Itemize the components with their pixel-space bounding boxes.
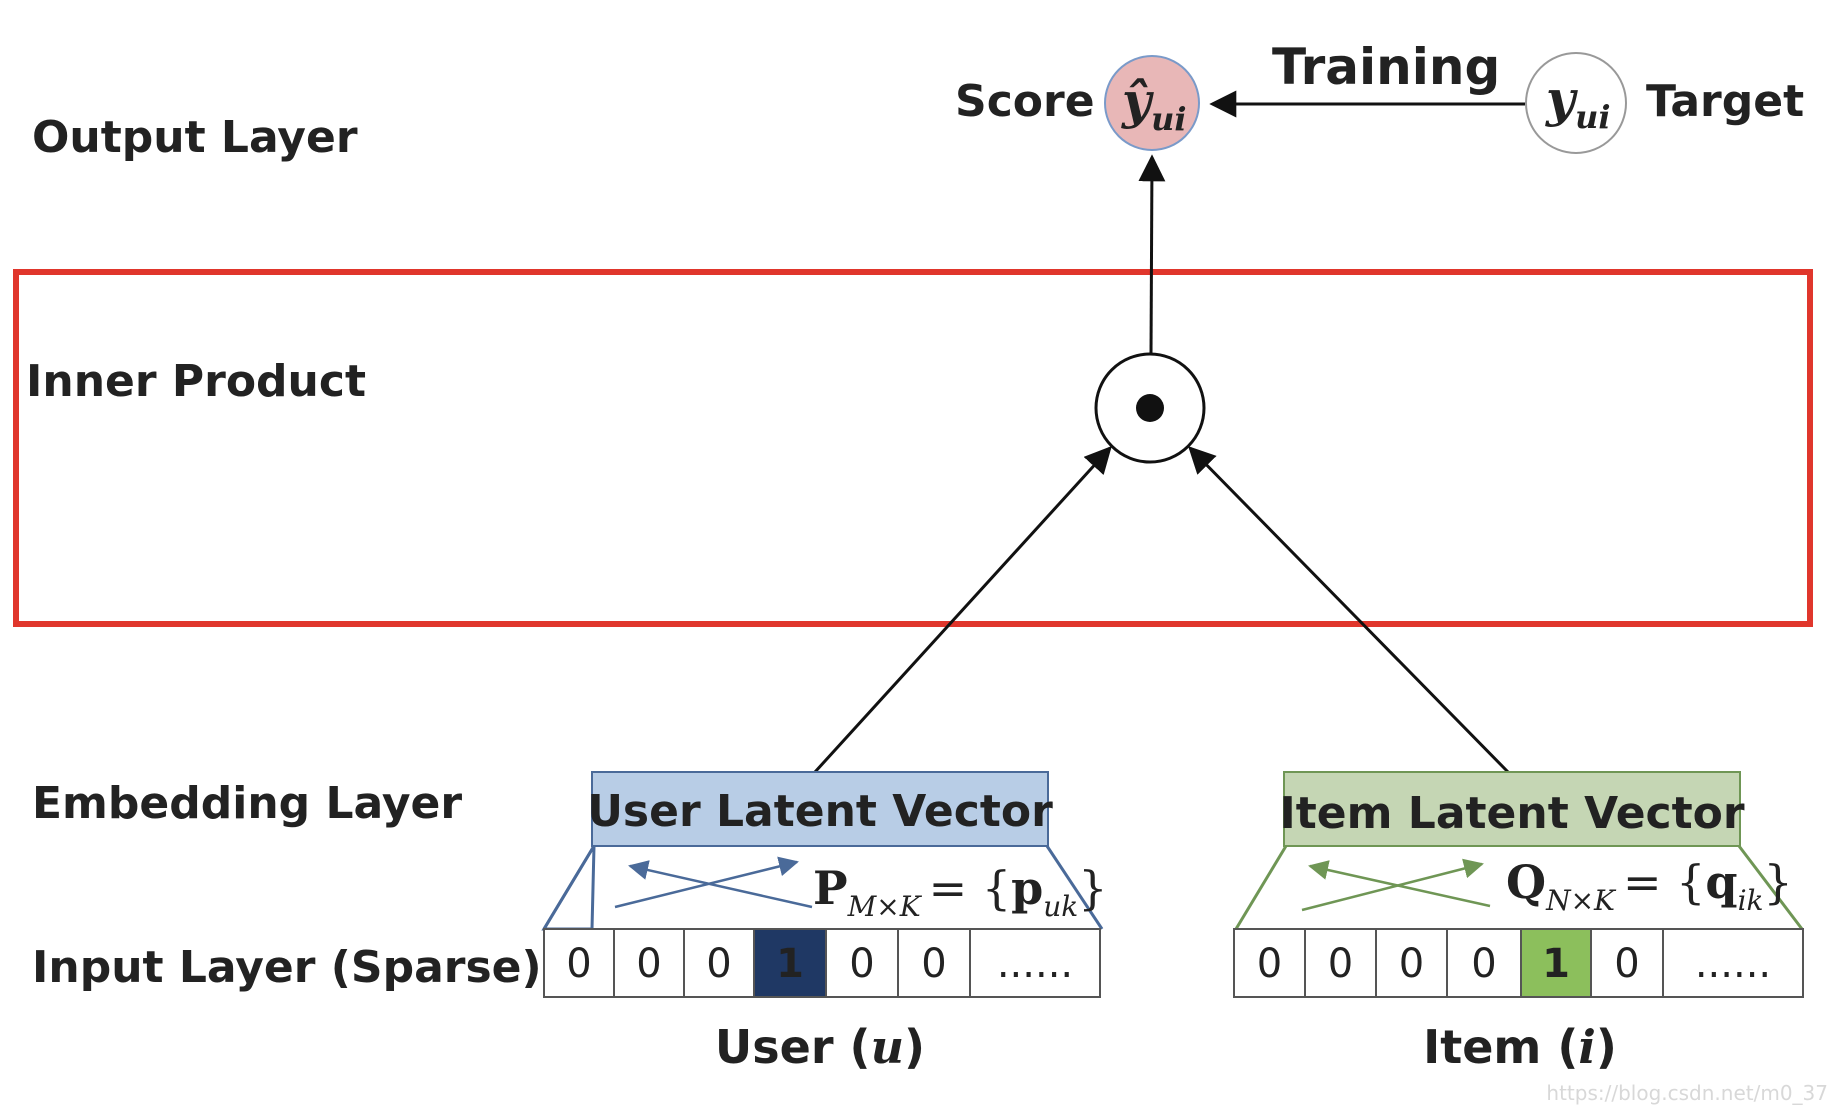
dot-product-icon [1136,394,1164,422]
item-latent-vector-label: Item Latent Vector [1279,788,1745,839]
score-label: Score [955,76,1095,127]
user-input-cell-value: 1 [776,941,804,987]
user-input-cell [543,928,615,998]
user-input-cell-value: 0 [921,941,946,987]
item-latent-vector-box [1283,771,1741,847]
user-input-cell-value: ...... [997,941,1073,987]
item-input-cell-value: 0 [1257,941,1282,987]
item-input-cell [1233,928,1306,998]
user-input-cell [969,928,1101,998]
item-input-cell [1520,928,1592,998]
user-to-inner-arrow [813,446,1112,774]
target-symbol: yui [1545,69,1610,136]
user-cross-arrow-1 [614,856,799,909]
item-input-cell-value: 0 [1328,941,1353,987]
item-input-cell-value: 1 [1542,941,1570,987]
user-input-cell-value: 0 [566,941,591,987]
watermark: https://blog.csdn.net/m0_37 [1546,1081,1828,1105]
score-symbol: ŷui [1121,71,1186,138]
user-input-cell [613,928,685,998]
input-layer-label: Input Layer (Sparse) [32,942,542,993]
user-embedding-group: User Latent Vector PM×K= {puk} [541,771,1108,931]
item-cross-arrow-1 [1301,858,1484,912]
item-input-cell [1446,928,1522,998]
item-input-cell-value: ...... [1695,941,1771,987]
item-input-cell [1662,928,1804,998]
item-matrix-formula: QN×K= {qik} [1506,855,1793,917]
output-layer-label: Output Layer [32,112,358,163]
user-input-cell [683,928,755,998]
user-matrix-formula: PM×K= {puk} [813,861,1108,923]
highlight-box [13,269,1813,627]
embedding-layer-label: Embedding Layer [32,778,462,829]
score-node [1104,55,1200,151]
user-input-cell [753,928,827,998]
inner-to-output-arrow [1138,154,1166,356]
user-latent-vector-box [591,771,1049,847]
inner-product-label: Inner Product [26,356,366,407]
item-input-cell-value: 0 [1399,941,1424,987]
user-input-cell-value: 0 [706,941,731,987]
user-input-cell-value: 0 [636,941,661,987]
target-label: Target [1646,76,1804,127]
item-input-cell-value: 0 [1471,941,1496,987]
item-input-cell [1590,928,1664,998]
item-caption: Item (i) [1423,1020,1617,1074]
target-node [1525,52,1627,154]
item-input-cell [1375,928,1448,998]
item-input-cell [1304,928,1377,998]
user-cross-arrow-2 [628,860,813,909]
item-to-inner-arrow [1188,446,1510,774]
user-input-cell-value: 0 [849,941,874,987]
item-cross-arrow-2 [1308,860,1491,908]
item-embedding-group: Item Latent Vector QN×K= {qik} [1234,771,1804,930]
training-label: Training [1272,38,1500,96]
user-caption: User (u) [715,1020,925,1074]
user-latent-vector-label: User Latent Vector [587,786,1053,837]
item-input-cell-value: 0 [1614,941,1639,987]
